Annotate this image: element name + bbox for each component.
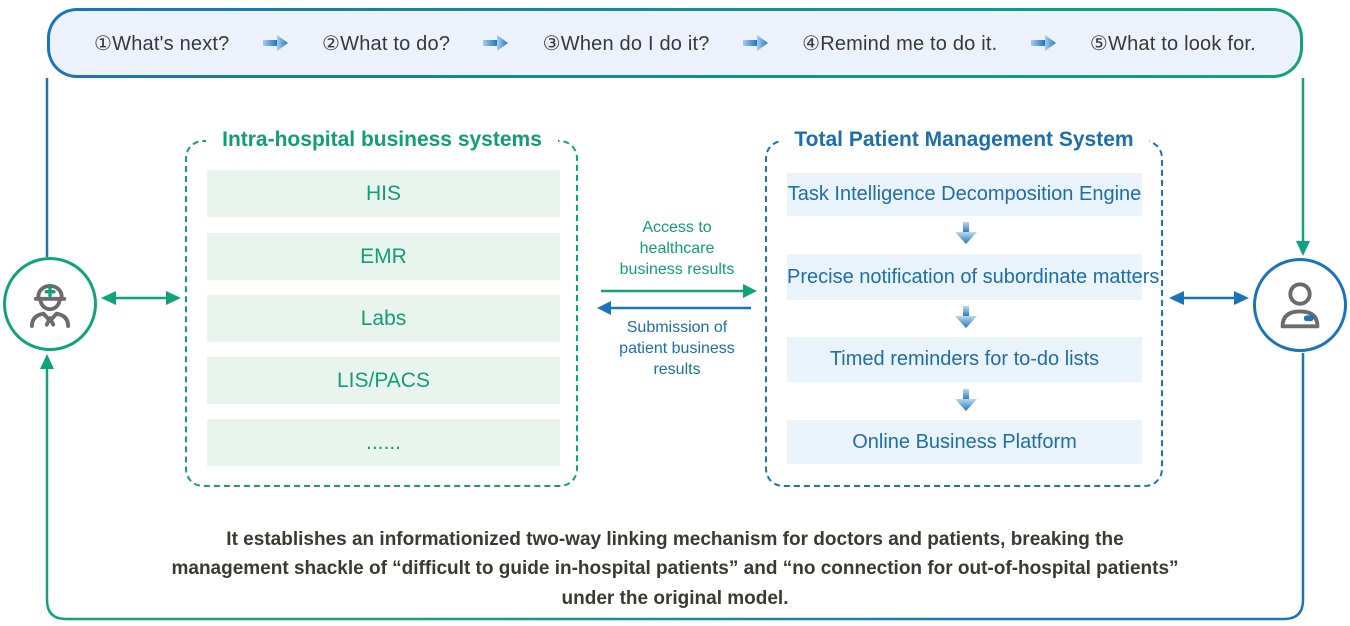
banner-step-5: ⑤What to look for. <box>1089 32 1256 55</box>
left-system-box: HIS <box>207 170 560 217</box>
arrowhead-down-to-patient <box>1296 241 1310 256</box>
step-arrow-icon <box>483 35 509 51</box>
tpms-step-box: Task Intelligence Decomposition Engine <box>787 173 1142 216</box>
banner-step-3: ③When do I do it? <box>542 32 710 55</box>
banner-step-1: ①What's next? <box>94 32 230 55</box>
tpms-step-box: Precise notification of subordinate matt… <box>787 254 1159 300</box>
steps-banner: ①What's next? ②What to do? ③When do I do… <box>47 8 1303 78</box>
banner-step-2: ②What to do? <box>321 32 451 55</box>
patient-icon <box>1280 282 1320 329</box>
left-system-box: EMR <box>207 233 560 280</box>
tpms-step-box: Timed reminders for to-do lists <box>787 337 1142 382</box>
tpms-panel: Task Intelligence Decomposition Engine P… <box>765 140 1163 487</box>
left-system-box: ...... <box>207 419 560 466</box>
patient-badge <box>1303 315 1314 322</box>
intra-hospital-panel: HIS EMR Labs LIS/PACS ...... <box>185 140 578 487</box>
left-system-box: LIS/PACS <box>207 357 560 404</box>
arrowhead-up-to-doctor <box>40 354 54 369</box>
down-arrow-icon <box>955 306 977 328</box>
submission-arrowhead-left <box>597 301 611 315</box>
description-text: It establishes an informationized two-wa… <box>171 529 1179 609</box>
down-arrow-icon <box>955 222 977 244</box>
tpms-panel-title: Total Patient Management System <box>779 121 1149 158</box>
panel-patient-arrowhead-left <box>1169 291 1184 305</box>
tpms-step-box: Online Business Platform <box>787 420 1142 464</box>
doctor-panel-arrowhead-left <box>101 291 116 305</box>
intra-hospital-panel-title: Intra-hospital business systems <box>206 121 558 158</box>
doctor-panel-arrowhead-right <box>166 291 181 305</box>
down-arrow-icon <box>955 389 977 411</box>
doctor-icon <box>29 284 71 328</box>
step-arrow-icon <box>262 35 288 51</box>
step-arrow-icon <box>742 35 768 51</box>
left-system-box: Labs <box>207 295 560 342</box>
step-arrow-icon <box>1030 35 1056 51</box>
access-arrowhead-right <box>743 284 757 298</box>
access-flow-label: Access to healthcare business results <box>619 219 735 278</box>
panel-patient-arrowhead-right <box>1234 291 1249 305</box>
banner-step-4: ④Remind me to do it. <box>802 32 998 55</box>
doctor-avatar <box>3 257 97 351</box>
submission-flow-label: Submission of patient business results <box>619 319 735 378</box>
patient-avatar <box>1253 258 1347 352</box>
steps-banner-inner: ①What's next? ②What to do? ③When do I do… <box>50 11 1300 75</box>
